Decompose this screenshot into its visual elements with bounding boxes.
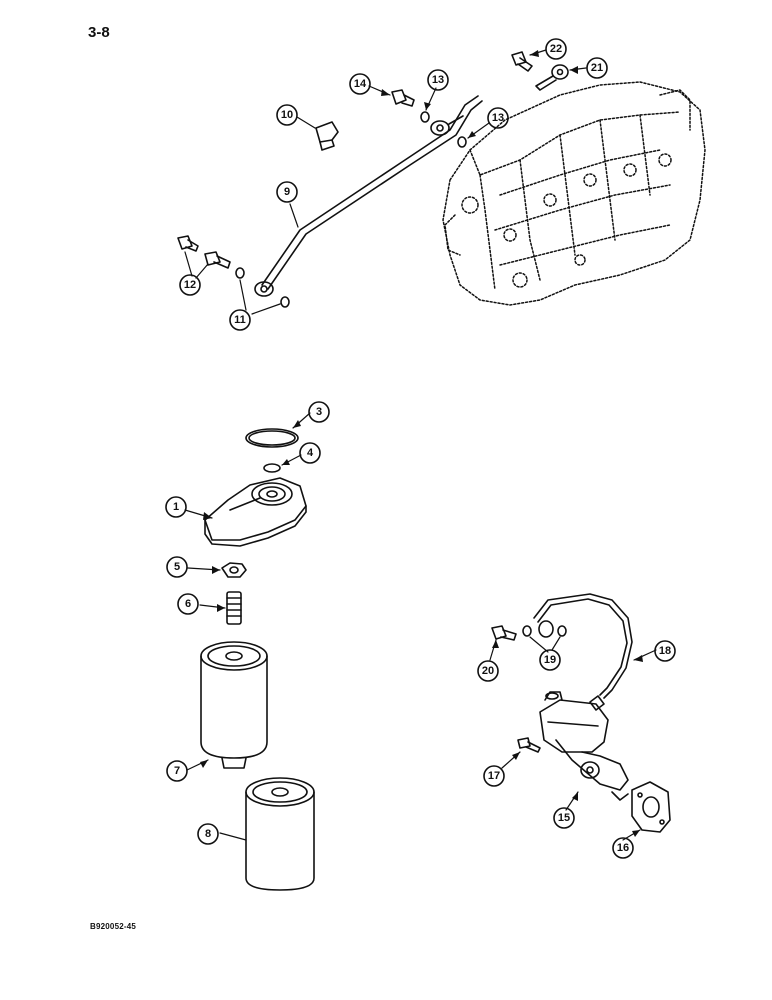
callout-6: 6 bbox=[177, 593, 199, 615]
banjo-bolt-20 bbox=[491, 625, 517, 641]
callout-label: 5 bbox=[174, 561, 180, 573]
callout-9: 9 bbox=[276, 181, 298, 203]
callout-label: 9 bbox=[284, 186, 290, 198]
callout-21: 21 bbox=[586, 57, 608, 79]
callout-label: 20 bbox=[482, 665, 494, 677]
callout-label: 14 bbox=[354, 78, 367, 90]
callout-11: 11 bbox=[229, 309, 251, 331]
gasket bbox=[631, 781, 671, 833]
banjo-bolts-lower bbox=[177, 235, 231, 269]
callout-label: 13 bbox=[492, 112, 504, 124]
callout-label: 21 bbox=[591, 62, 603, 74]
callouts: 1 3 4 5 6 7 8 9 10 11 12 13 13 14 15 16 … bbox=[165, 38, 676, 859]
callout-8: 8 bbox=[197, 823, 219, 845]
callout-label: 7 bbox=[174, 765, 180, 777]
o-ring-small bbox=[263, 463, 281, 473]
callout-label: 10 bbox=[281, 109, 293, 121]
clamp-part bbox=[315, 121, 339, 151]
injection-pump-outline bbox=[442, 81, 706, 306]
callout-label: 4 bbox=[307, 447, 314, 459]
callout-3: 3 bbox=[308, 401, 330, 423]
washers-lower bbox=[235, 267, 290, 308]
callout-label: 6 bbox=[185, 598, 191, 610]
o-ring-large bbox=[245, 428, 299, 448]
arrowheads bbox=[200, 50, 643, 837]
callout-13a: 13 bbox=[427, 69, 449, 91]
callout-4: 4 bbox=[299, 442, 321, 464]
callout-17: 17 bbox=[483, 765, 505, 787]
bolt-22-part bbox=[511, 51, 533, 72]
callout-15: 15 bbox=[553, 807, 575, 829]
upper-fuel-line bbox=[254, 95, 483, 297]
fuel-filter-lower bbox=[245, 777, 315, 891]
washers-19 bbox=[522, 620, 567, 638]
callout-label: 16 bbox=[617, 842, 629, 854]
nut bbox=[221, 562, 247, 578]
figure-id: B920052-45 bbox=[90, 922, 137, 931]
bolt-17 bbox=[517, 737, 541, 753]
callout-label: 17 bbox=[488, 770, 500, 782]
callout-label: 18 bbox=[659, 645, 671, 657]
callout-label: 3 bbox=[316, 406, 322, 418]
fuel-filter-upper bbox=[200, 641, 268, 769]
callout-19: 19 bbox=[539, 649, 561, 671]
callout-13b: 13 bbox=[487, 107, 509, 129]
callout-label: 8 bbox=[205, 828, 211, 840]
callout-label: 13 bbox=[432, 74, 444, 86]
callout-12: 12 bbox=[179, 274, 201, 296]
fuel-line-18 bbox=[533, 593, 633, 711]
banjo-bolt-upper bbox=[391, 89, 415, 107]
callout-label: 19 bbox=[544, 654, 556, 666]
callout-label: 12 bbox=[184, 279, 196, 291]
filter-head bbox=[204, 477, 307, 547]
callout-5: 5 bbox=[166, 556, 188, 578]
callout-7: 7 bbox=[166, 760, 188, 782]
callout-1: 1 bbox=[165, 496, 187, 518]
callout-label: 22 bbox=[550, 43, 562, 55]
callout-14: 14 bbox=[349, 73, 371, 95]
callout-label: 15 bbox=[558, 812, 570, 824]
callout-18: 18 bbox=[654, 640, 676, 662]
callout-10: 10 bbox=[276, 104, 298, 126]
page-number: 3-8 bbox=[88, 24, 110, 41]
callout-label: 11 bbox=[234, 314, 246, 326]
callout-22: 22 bbox=[545, 38, 567, 60]
threaded-nipple bbox=[226, 591, 242, 625]
callout-20: 20 bbox=[477, 660, 499, 682]
eye-fitting-21-part bbox=[535, 64, 569, 91]
washers-upper bbox=[420, 111, 467, 148]
lift-pump bbox=[539, 691, 629, 801]
callout-label: 1 bbox=[173, 501, 179, 513]
callout-16: 16 bbox=[612, 837, 634, 859]
